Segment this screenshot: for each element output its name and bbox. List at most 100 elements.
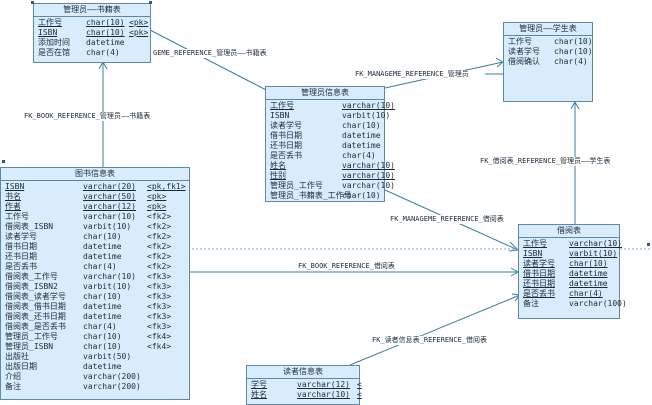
- line-r7[interactable]: [349, 294, 521, 366]
- column-type: varbit(10): [83, 282, 132, 291]
- column-name: 添加时间: [38, 38, 70, 47]
- column-name: 是否丢书: [523, 289, 555, 298]
- selection-handle[interactable]: [647, 243, 650, 246]
- column-type: varchar(10): [342, 101, 395, 110]
- relation-label: FK_读者信息表_REFERENCE_借阅表: [372, 336, 488, 345]
- column-name: 借书日期: [5, 242, 37, 251]
- column-key: <pk>: [147, 202, 167, 211]
- column-key: <fk3>: [147, 292, 172, 301]
- column-type: varchar(10): [342, 171, 395, 180]
- column-type: char(10): [83, 332, 122, 341]
- column-key: <fk4>: [147, 332, 172, 341]
- column-name: 管理员_ISBN: [5, 342, 54, 351]
- column-name: 还书日期: [270, 141, 302, 150]
- column-name: ISBN: [5, 182, 25, 191]
- column-type: datetime: [83, 242, 122, 251]
- column-key: <pk>: [129, 18, 149, 27]
- column-name: 借阅表_还书日期: [5, 312, 66, 321]
- column-name: ISBN: [38, 28, 58, 37]
- entity-column-row: 管理员_工作号 varchar(10): [270, 181, 395, 191]
- column-type: char(10): [83, 342, 122, 351]
- column-type: varchar(10): [83, 212, 136, 221]
- column-name: 工作号: [523, 239, 547, 248]
- relation-label: GEME_REFERENCE_管理员——书籍表: [153, 49, 267, 58]
- column-name: 出版日期: [5, 362, 37, 371]
- column-type: datetime: [569, 279, 608, 288]
- column-name: 工作号: [5, 212, 29, 221]
- column-name: 工作号: [38, 18, 62, 27]
- selection-handle[interactable]: [2, 160, 5, 163]
- column-type: varbit(50): [83, 352, 132, 361]
- entity-title: 借阅表: [519, 225, 619, 238]
- column-type: varchar(12): [297, 380, 350, 389]
- column-type: datetime: [86, 38, 125, 47]
- column-name: 借阅表_ISBN2: [5, 282, 58, 291]
- entity-title: 图书信息表: [1, 168, 189, 181]
- entity-title: 管理员信息表: [266, 87, 384, 100]
- column-key: <fk3>: [147, 302, 172, 311]
- column-key: <fk4>: [147, 342, 172, 351]
- column-name: 管理员_书籍表_工作号: [270, 191, 352, 200]
- column-type: varchar(10): [342, 161, 395, 170]
- selection-handle[interactable]: [31, 1, 34, 4]
- column-name: 还书日期: [5, 252, 37, 261]
- relation-label: FK_MANAGEME_REFERENCE_管理员: [355, 70, 469, 79]
- column-type: char(4): [83, 322, 117, 331]
- column-name: ISBN: [270, 111, 290, 120]
- line-r1[interactable]: [149, 29, 271, 93]
- column-name: 工作号: [508, 37, 532, 46]
- column-type: datetime: [83, 362, 122, 371]
- column-type: varbit(10): [342, 111, 391, 120]
- column-name: 读者学号: [523, 259, 555, 268]
- entity-column-row: ISBN varbit(10): [270, 111, 390, 121]
- relation-label: FK_BOOK_REFERENCE_借阅表: [298, 262, 395, 271]
- column-type: char(4): [554, 57, 588, 66]
- column-name: 姓名: [251, 390, 267, 399]
- column-type: char(10): [554, 47, 593, 56]
- column-name: ISBN: [523, 249, 543, 258]
- column-name: 学号: [251, 380, 267, 389]
- column-name: 借阅确认: [508, 57, 540, 66]
- column-name: 作者: [5, 202, 21, 211]
- column-type: varchar(200): [83, 372, 141, 381]
- column-name: 借书日期: [523, 269, 555, 278]
- selection-handle[interactable]: [149, 1, 152, 4]
- entity-title: 管理员——书籍表: [34, 4, 150, 17]
- column-name: 管理员_工作号: [270, 181, 323, 190]
- column-type: datetime: [83, 312, 122, 321]
- column-type: varchar(10): [342, 181, 395, 190]
- column-name: 借阅表_工作号: [5, 272, 58, 281]
- column-type: varchar(12): [83, 202, 136, 211]
- column-key: <pk,fk1>: [147, 182, 186, 191]
- column-type: char(10): [342, 191, 381, 200]
